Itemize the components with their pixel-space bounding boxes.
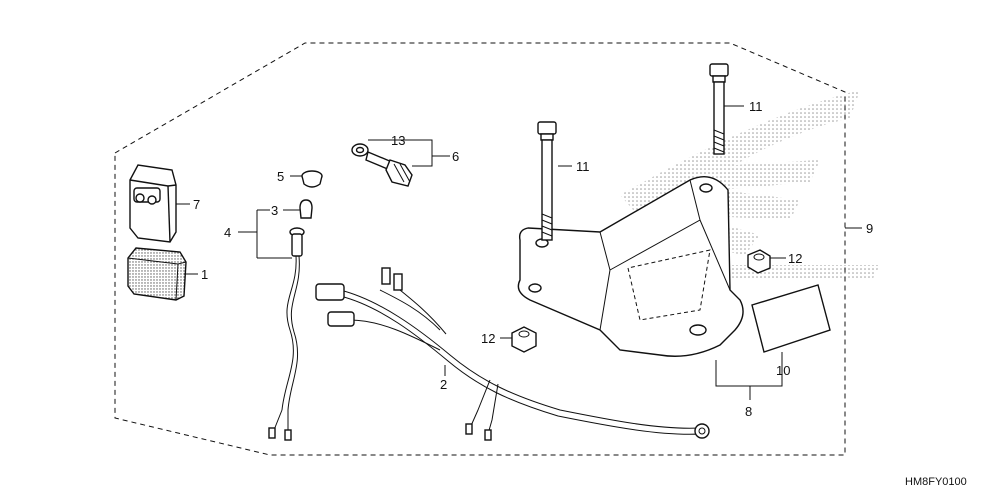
callout-2: 2 (440, 377, 447, 392)
callout-4: 4 (224, 225, 231, 240)
callout-12-right: 12 (788, 251, 802, 266)
callout-8: 8 (745, 404, 752, 419)
callout-9: 9 (866, 221, 873, 236)
callout-1: 1 (201, 267, 208, 282)
callout-11-upper: 11 (749, 99, 763, 114)
callout-5: 5 (277, 169, 284, 184)
callout-13: 13 (391, 133, 405, 148)
bulb-part-3 (299, 199, 313, 219)
relay-unit-part-7 (129, 164, 177, 243)
leader-lines (176, 105, 862, 400)
wire-harness-part-2 (315, 267, 710, 441)
callout-labels: 1 2 3 4 5 6 7 8 9 10 11 11 12 12 13 (193, 99, 873, 419)
nut-part-12-right (747, 249, 771, 274)
reference-code: HM8FY0100 (905, 476, 967, 488)
rubber-cover-part-1 (127, 247, 187, 301)
nut-part-12-left (511, 326, 537, 353)
bracket-part-8 (517, 176, 744, 357)
kit-boundary (114, 42, 846, 456)
callout-12-left: 12 (481, 331, 495, 346)
callout-3: 3 (271, 203, 278, 218)
label-sticker-part-10 (751, 284, 831, 353)
callout-7: 7 (193, 197, 200, 212)
bolt-part-11-upper (709, 63, 729, 155)
bolt-part-11-lower (537, 121, 557, 241)
callout-11-lower: 11 (576, 159, 590, 174)
grommet-part-5 (301, 170, 323, 188)
switch-part-6 (351, 143, 413, 187)
callout-6: 6 (452, 149, 459, 164)
callout-10: 10 (776, 363, 790, 378)
socket-harness-part-4 (268, 227, 305, 441)
